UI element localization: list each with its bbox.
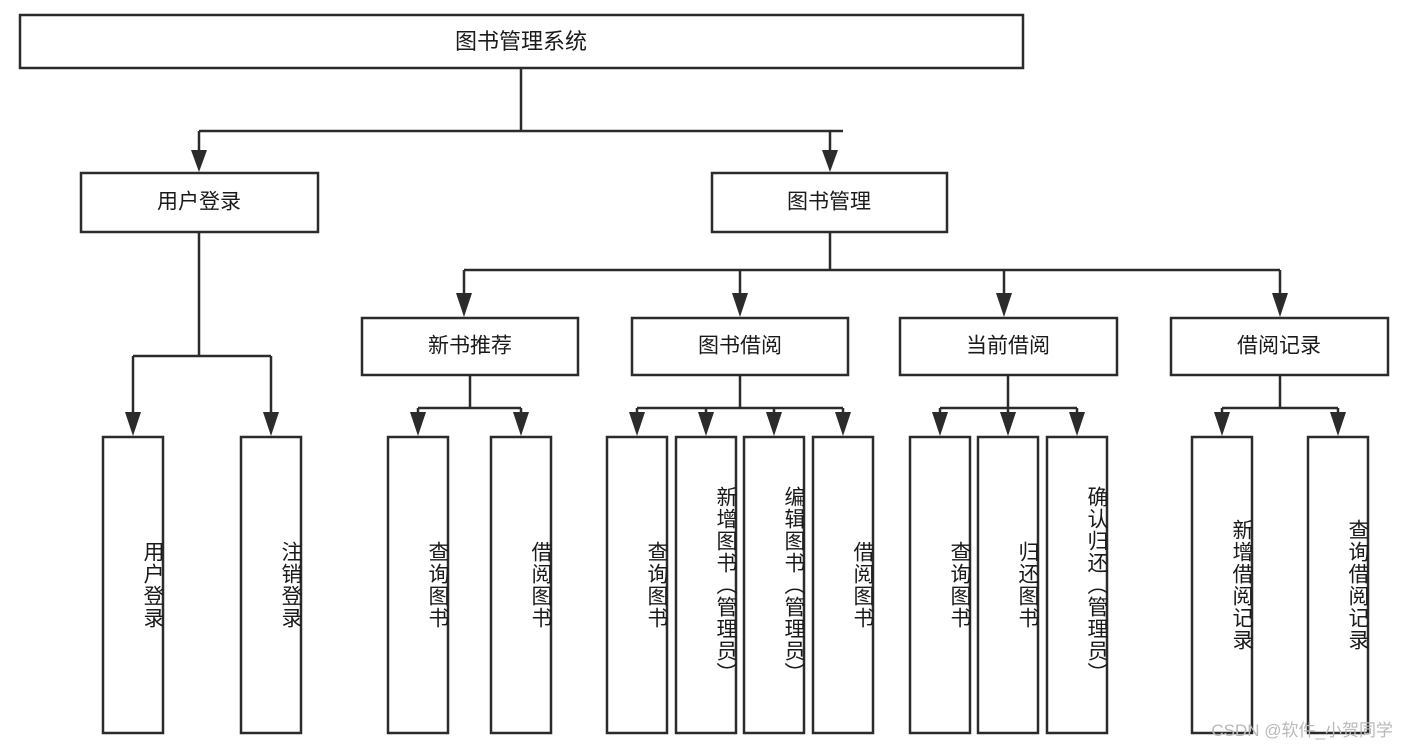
node-borrow-record-label: 借阅记录 (1237, 335, 1321, 358)
node-borrow-record[interactable]: 借阅记录 (1169, 316, 1390, 377)
connector-borrowrecord-to-leaves (1214, 375, 1346, 436)
leaf-add-record-box[interactable] (1190, 435, 1254, 735)
leaf-query-book-1-box[interactable] (386, 435, 450, 735)
leaf-add-book-box[interactable] (674, 435, 738, 735)
node-user-login-label: 用户登录 (157, 191, 241, 214)
leaf-return-book-box[interactable] (976, 435, 1040, 735)
leaf-query-book-3-box[interactable] (908, 435, 972, 735)
leaf-edit-book-box[interactable] (742, 435, 806, 735)
leaf-borrow-book-2-box[interactable] (811, 435, 875, 735)
node-new-book-recommend-label: 新书推荐 (428, 335, 512, 358)
connector-bookborrow-to-leaves (629, 375, 851, 436)
node-user-login[interactable]: 用户登录 (79, 171, 320, 234)
connector-bookmgmt-to-level3 (456, 232, 1288, 317)
leaf-user-login-box[interactable] (101, 435, 165, 735)
connector-root-to-level2 (191, 68, 843, 172)
leaf-user-logout-box[interactable] (239, 435, 303, 735)
node-root[interactable]: 图书管理系统 (18, 13, 1025, 70)
leaf-borrow-book-1-box[interactable] (489, 435, 553, 735)
connector-currentborrow-to-leaves (932, 375, 1085, 436)
leaf-confirm-return-box[interactable] (1045, 435, 1109, 735)
connector-newbook-to-leaves (410, 375, 529, 436)
node-book-management[interactable]: 图书管理 (710, 171, 949, 234)
leaf-query-book-2-box[interactable] (605, 435, 669, 735)
node-book-borrow[interactable]: 图书借阅 (630, 316, 850, 377)
node-book-borrow-label: 图书借阅 (698, 335, 782, 358)
node-root-label: 图书管理系统 (455, 29, 587, 54)
node-book-management-label: 图书管理 (787, 191, 871, 214)
node-current-borrow[interactable]: 当前借阅 (898, 316, 1119, 377)
leaf-query-record-box[interactable] (1306, 435, 1370, 735)
connector-userlogin-to-leaves (125, 232, 279, 436)
node-new-book-recommend[interactable]: 新书推荐 (360, 316, 580, 377)
node-current-borrow-label: 当前借阅 (966, 335, 1050, 358)
